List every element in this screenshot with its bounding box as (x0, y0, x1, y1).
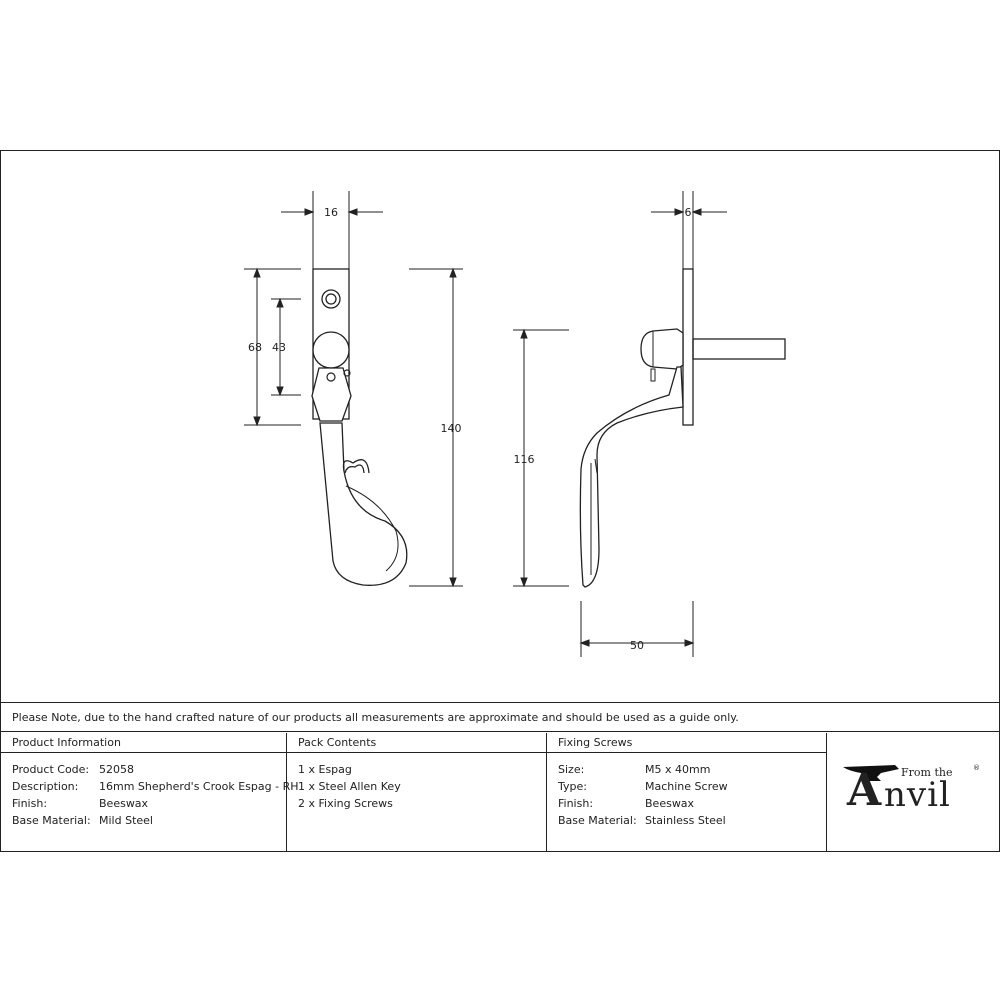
pack-contents-item: 1 x Espag (298, 763, 352, 776)
logo-registered-mark: ® (973, 764, 980, 772)
front-view-espag (244, 191, 463, 588)
product-info-row: Finish:Beeswax (12, 797, 149, 810)
disclaimer-note: Please Note, due to the hand crafted nat… (1, 702, 999, 732)
technical-drawing: 16 68 43 140 6 116 50 (1, 151, 999, 701)
product-info-row: Description:16mm Shepherd's Crook Espag … (12, 780, 299, 793)
side-view-espag (513, 191, 786, 657)
product-info-row: Product Code:52058 (12, 763, 134, 776)
pack-contents-item: 2 x Fixing Screws (298, 797, 393, 810)
fixing-screws-section: Fixing Screws Size:M5 x 40mm Type:Machin… (547, 733, 827, 851)
fixing-screws-heading: Fixing Screws (547, 733, 826, 753)
product-information-section: Product Information Product Code:52058 D… (1, 733, 299, 851)
fixing-screws-row: Base Material:Stainless Steel (558, 814, 726, 827)
drawing-svg: 16 68 43 140 6 116 50 (244, 191, 786, 657)
dim-front-height-holes: 43 (272, 341, 286, 354)
info-table: Product Information Product Code:52058 D… (1, 733, 999, 851)
logo-letter-a: A (847, 765, 882, 816)
pack-contents-section: Pack Contents 1 x Espag 1 x Steel Allen … (287, 733, 547, 851)
product-information-heading: Product Information (1, 733, 286, 753)
fixing-screws-row: Type:Machine Screw (558, 780, 728, 793)
anvil-logo: From the ® A nvil (827, 733, 999, 851)
fixing-screws-row: Size:M5 x 40mm (558, 763, 711, 776)
dim-front-width: 16 (324, 206, 338, 219)
logo-from-the: From the (901, 766, 953, 779)
pack-contents-heading: Pack Contents (287, 733, 546, 753)
dim-side-height: 116 (514, 453, 535, 466)
anvil-icon (843, 765, 899, 781)
logo-wordmark: nvil (884, 775, 951, 815)
drawing-sheet: 16 68 43 140 6 116 50 Please Note, due t… (0, 150, 1000, 852)
dim-front-height-total: 140 (441, 422, 462, 435)
fixing-screws-row: Finish:Beeswax (558, 797, 695, 810)
dim-side-projection: 50 (630, 639, 644, 652)
dim-front-height-overall: 68 (248, 341, 262, 354)
pack-contents-item: 1 x Steel Allen Key (298, 780, 401, 793)
product-info-row: Base Material:Mild Steel (12, 814, 153, 827)
dim-side-depth: 6 (685, 206, 692, 219)
